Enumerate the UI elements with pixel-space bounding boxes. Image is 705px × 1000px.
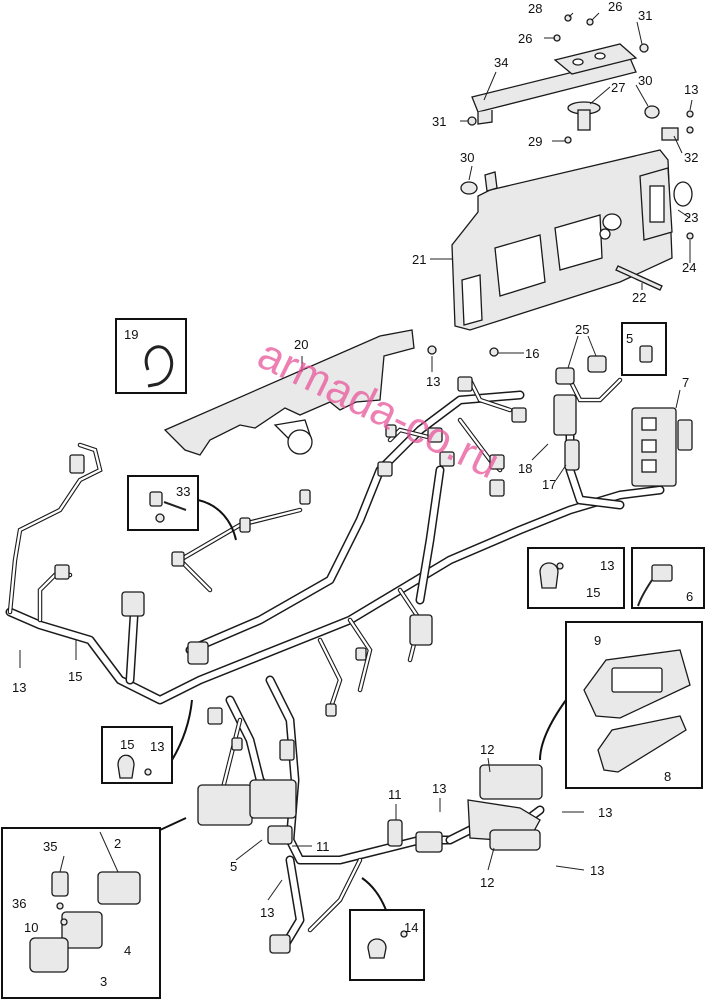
callout-31: 31 [432, 114, 446, 129]
callout-13: 13 [426, 374, 440, 389]
callout-12: 12 [480, 742, 494, 757]
callout-13: 13 [598, 805, 612, 820]
inset-box-13-15-right [527, 547, 625, 609]
callout-15: 15 [120, 737, 134, 752]
callout-32: 32 [684, 150, 698, 165]
callout-36: 36 [12, 896, 26, 911]
callout-31: 31 [638, 8, 652, 23]
callout-23: 23 [684, 210, 698, 225]
callout-14: 14 [404, 920, 418, 935]
callout-5: 5 [626, 331, 633, 346]
callout-2: 2 [114, 836, 121, 851]
harness-connectors [54, 355, 693, 954]
callout-24: 24 [682, 260, 696, 275]
upper-bracket-assembly [427, 14, 694, 357]
callout-17: 17 [542, 477, 556, 492]
callout-26: 26 [518, 31, 532, 46]
upper-leader-lines [430, 12, 693, 372]
callout-19: 19 [124, 327, 138, 342]
callout-29: 29 [528, 134, 542, 149]
callout-12: 12 [480, 875, 494, 890]
callout-13: 13 [260, 905, 274, 920]
callout-labels: 28 26 26 31 34 27 30 13 31 29 32 30 23 2… [12, 0, 698, 989]
callout-13: 13 [150, 739, 164, 754]
callout-13: 13 [432, 781, 446, 796]
callout-30: 30 [460, 150, 474, 165]
callout-22: 22 [632, 290, 646, 305]
callout-5: 5 [230, 859, 237, 874]
inset-box-5-top [621, 322, 667, 376]
inset-box-33 [127, 475, 237, 541]
inset-box-19 [115, 318, 187, 394]
callout-21: 21 [412, 252, 426, 267]
callout-35: 35 [43, 839, 57, 854]
callout-9: 9 [594, 633, 601, 648]
callout-13: 13 [600, 558, 614, 573]
callout-7: 7 [682, 375, 689, 390]
callout-15: 15 [68, 669, 82, 684]
lower-leader-lines [19, 335, 681, 901]
callout-20: 20 [294, 337, 308, 352]
callout-26: 26 [608, 0, 622, 14]
callout-34: 34 [494, 55, 508, 70]
callout-13: 13 [684, 82, 698, 97]
callout-27: 27 [611, 80, 625, 95]
callout-10: 10 [24, 920, 38, 935]
callout-15: 15 [586, 585, 600, 600]
callout-11: 11 [388, 787, 402, 802]
inset-box-2-3-4 [1, 817, 187, 999]
callout-13: 13 [12, 680, 26, 695]
callout-6: 6 [686, 589, 693, 604]
callout-11: 11 [316, 839, 330, 854]
callout-3: 3 [100, 974, 107, 989]
callout-33: 33 [176, 484, 190, 499]
callout-8: 8 [664, 769, 671, 784]
callout-18: 18 [518, 461, 532, 476]
callout-13: 13 [590, 863, 604, 878]
callout-30: 30 [638, 73, 652, 88]
inset-box-14 [349, 877, 425, 981]
bracket-20 [163, 329, 415, 456]
callout-25: 25 [575, 322, 589, 337]
inset-box-9-8 [539, 621, 703, 789]
callout-28: 28 [528, 1, 542, 16]
inset-box-15-13-left [101, 699, 193, 784]
callout-4: 4 [124, 943, 131, 958]
inset-box-6 [631, 547, 705, 609]
callout-16: 16 [525, 346, 539, 361]
